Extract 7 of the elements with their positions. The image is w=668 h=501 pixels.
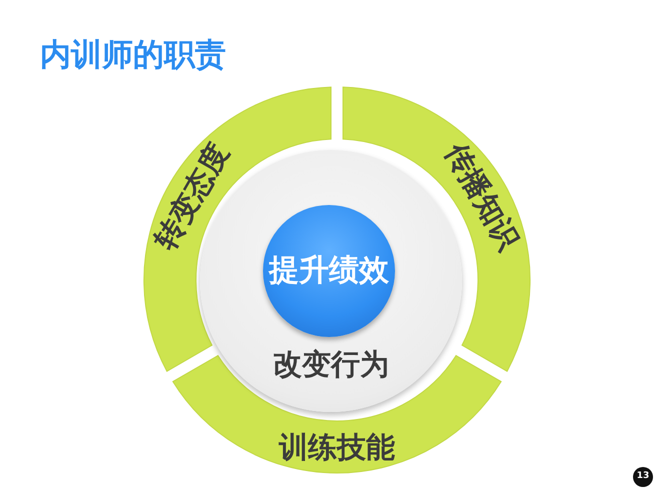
page-number: 13 bbox=[633, 467, 653, 487]
segment-label: 训练技能 bbox=[279, 432, 395, 462]
circle-label: 改变行为 bbox=[273, 350, 389, 379]
segment-label: 转变态度 bbox=[150, 139, 234, 254]
title: 内训师的职责 bbox=[40, 36, 226, 75]
circle-button: 提升绩效 bbox=[263, 205, 395, 337]
segment-label: 传播知识 bbox=[440, 139, 524, 254]
